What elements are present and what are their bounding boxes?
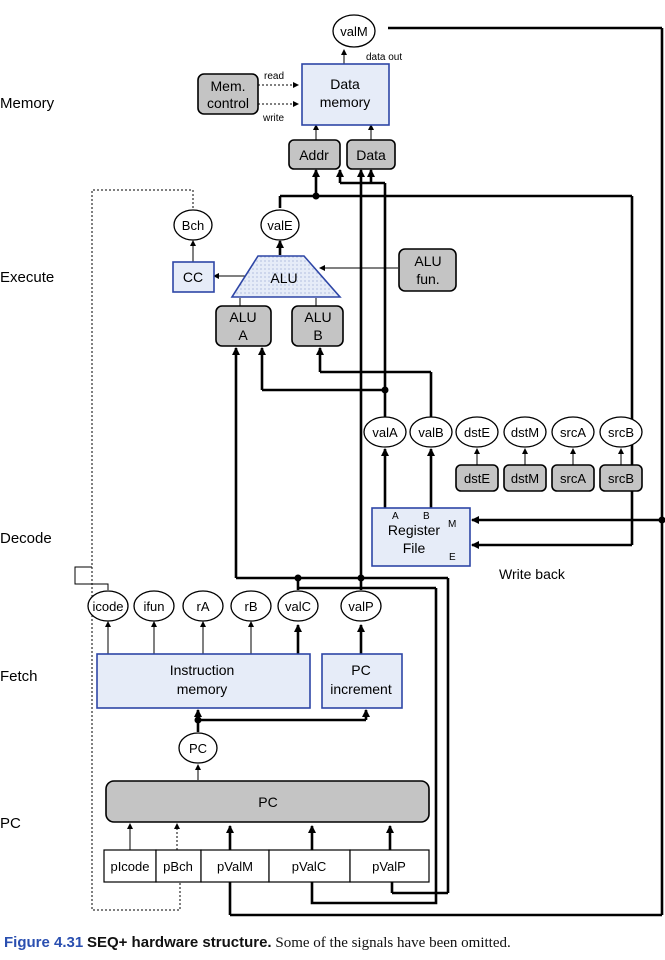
svg-text:ALU: ALU [270,270,297,286]
svg-text:increment: increment [330,681,392,697]
svg-text:valP: valP [348,599,373,614]
pc-logic-block: PC [105,780,430,823]
pValM-register: pValM [217,859,253,874]
rB-oval: rB [230,590,272,622]
svg-text:fun.: fun. [416,271,439,287]
srcB-input-block: srcB [599,464,643,492]
port-m-label: M [448,519,456,530]
svg-text:valE: valE [267,218,293,233]
rA-oval: rA [182,590,224,622]
port-b-label: B [423,511,430,522]
write-back-label: Write back [499,566,566,582]
ifun-oval: ifun [133,590,175,622]
svg-text:Data: Data [356,147,386,163]
svg-text:valM: valM [340,24,367,39]
stage-label-pc: PC [0,815,21,832]
stage-label-fetch: Fetch [0,668,38,685]
svg-text:ALU: ALU [414,253,441,269]
svg-text:rB: rB [245,599,258,614]
svg-text:icode: icode [92,599,123,614]
valM-oval: valM [332,14,376,48]
stage-label-execute: Execute [0,269,54,286]
svg-text:A: A [238,327,248,343]
pIcode-register: pIcode [110,859,149,874]
svg-text:Bch: Bch [182,218,204,233]
svg-text:ALU: ALU [229,309,256,325]
valP-oval: valP [340,590,382,622]
srcA-input-block: srcA [551,464,595,492]
srcA-oval: srcA [551,416,595,448]
data-memory-block: Data memory [301,63,390,126]
port-e-label: E [449,552,456,563]
read-label: read [264,71,284,82]
svg-text:control: control [207,95,249,111]
dstM-oval: dstM [503,416,547,448]
pc-oval: PC [178,732,218,764]
alu-fun-block: ALU fun. [398,248,457,292]
svg-text:PC: PC [189,741,207,756]
svg-text:Instruction: Instruction [170,662,235,678]
data-out-label: data out [366,52,402,63]
svg-text:Data: Data [330,76,360,92]
pValC-register: pValC [292,859,326,874]
svg-text:PC: PC [351,662,370,678]
data-block: Data [346,139,396,170]
svg-text:srcA: srcA [560,425,586,440]
valE-oval: valE [260,209,300,241]
dstE-oval: dstE [455,416,499,448]
svg-text:dstM: dstM [511,425,539,440]
svg-text:dstM: dstM [511,471,539,486]
write-label: write [262,113,285,124]
alu-b-block: ALU B [291,305,344,347]
svg-text:valB: valB [418,425,443,440]
svg-text:CC: CC [183,269,203,285]
bch-oval: Bch [173,209,213,241]
cc-block: CC [172,261,215,293]
svg-text:srcB: srcB [608,471,634,486]
svg-text:rA: rA [197,599,210,614]
register-file-block: Register File A B M E [371,507,471,567]
svg-text:PC: PC [258,794,277,810]
alu-block: ALU [230,255,342,298]
svg-text:valA: valA [372,425,398,440]
svg-text:File: File [403,540,426,556]
figure-caption-text: Some of the signals have been omitted. [275,935,511,951]
stage-label-memory: Memory [0,95,55,112]
svg-text:memory: memory [320,94,371,110]
svg-text:dstE: dstE [464,425,490,440]
svg-text:valC: valC [285,599,311,614]
svg-text:Mem.: Mem. [211,78,246,94]
valC-oval: valC [277,590,319,622]
svg-text:srcA: srcA [560,471,586,486]
svg-text:memory: memory [177,681,228,697]
pc-register-bank: pIcode pBch pValM pValC pValP [103,849,430,883]
svg-text:ifun: ifun [144,599,165,614]
alu-a-block: ALU A [215,305,272,347]
addr-block: Addr [288,139,341,170]
svg-text:Register: Register [388,522,440,538]
instruction-memory-block: Instruction memory [96,653,311,709]
icode-oval: icode [87,590,129,622]
valA-oval: valA [363,416,407,448]
figure-title: SEQ+ hardware structure. [86,934,272,951]
svg-text:Addr: Addr [299,147,329,163]
mem-control-block: Mem. control [197,73,259,115]
dstM-input-block: dstM [503,464,547,492]
svg-text:srcB: srcB [608,425,634,440]
seq-plus-hardware-diagram: Memory Execute Decode Fetch PC [0,14,665,917]
pValP-register: pValP [372,859,406,874]
figure-caption: Figure 4.31 SEQ+ hardware structure. Som… [4,934,511,952]
port-a-label: A [392,511,399,522]
dstE-input-block: dstE [455,464,499,492]
svg-text:B: B [313,327,322,343]
srcB-oval: srcB [599,416,643,448]
figure-number: Figure 4.31 [4,934,84,951]
stage-label-decode: Decode [0,530,52,547]
valB-oval: valB [409,416,453,448]
pc-increment-block: PC increment [321,653,403,709]
svg-text:dstE: dstE [464,471,490,486]
pBch-register: pBch [163,859,193,874]
svg-text:ALU: ALU [304,309,331,325]
